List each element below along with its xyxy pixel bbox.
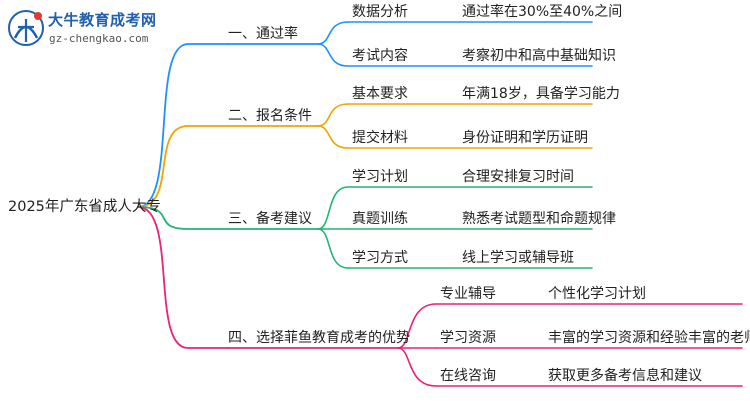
child-label: 提交材料	[352, 130, 408, 146]
child-connector	[317, 21, 349, 45]
branch-connector	[137, 206, 229, 349]
root-node: 2025年广东省成人大专	[8, 199, 161, 215]
child-connector	[317, 43, 349, 67]
child-label: 学习资源	[440, 330, 496, 346]
child-detail: 合理安排复习时间	[462, 169, 574, 185]
branch-label: 二、报名条件	[228, 108, 312, 124]
branch-connector	[137, 206, 229, 230]
child-label: 数据分析	[352, 4, 408, 20]
branch-label: 四、选择菲鱼教育成考的优势	[228, 330, 410, 346]
child-connector	[317, 103, 349, 127]
child-detail: 考察初中和高中基础知识	[462, 48, 616, 64]
child-label: 专业辅导	[440, 286, 496, 302]
child-label: 学习计划	[352, 169, 408, 185]
child-detail: 丰富的学习资源和经验丰富的老师指导	[548, 330, 750, 346]
child-label: 基本要求	[352, 86, 408, 102]
child-connector	[397, 303, 437, 349]
child-detail: 熟悉考试题型和命题规律	[462, 211, 616, 227]
child-detail: 获取更多备考信息和建议	[548, 368, 702, 384]
site-logo: 大牛教育成考网 gz-chengkao.com	[6, 8, 166, 52]
child-detail: 个性化学习计划	[548, 286, 646, 302]
child-label: 在线咨询	[440, 368, 496, 384]
child-connector	[317, 228, 349, 269]
logo-title: 大牛教育成考网	[48, 11, 157, 29]
logo-url: gz-chengkao.com	[49, 32, 149, 45]
branch-label: 三、备考建议	[228, 211, 312, 227]
child-detail: 线上学习或辅导班	[462, 250, 574, 266]
child-connector	[317, 186, 349, 230]
child-detail: 年满18岁，具备学习能力	[462, 86, 620, 102]
logo-mark-icon	[8, 10, 44, 46]
branch-connector	[137, 43, 229, 208]
child-label: 学习方式	[352, 250, 408, 266]
child-label: 真题训练	[352, 211, 408, 227]
child-label: 考试内容	[352, 48, 408, 64]
child-connector	[397, 347, 437, 387]
child-detail: 通过率在30%至40%之间	[462, 4, 623, 20]
child-detail: 身份证明和学历证明	[462, 130, 588, 146]
branch-connector	[137, 125, 229, 208]
branch-label: 一、通过率	[228, 26, 298, 42]
child-connector	[317, 125, 349, 149]
